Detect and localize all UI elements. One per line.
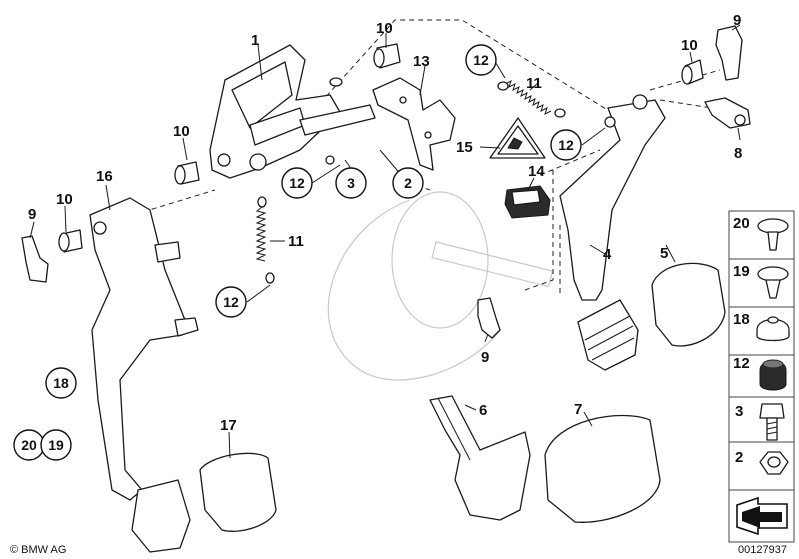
callout-18-text: 18 — [53, 375, 69, 391]
callout-12-top: 12 — [465, 44, 497, 76]
warning-label-part-15 — [489, 117, 546, 159]
label-part-9: 9 — [481, 349, 489, 366]
brake-booster-ghost — [327, 191, 554, 381]
callout-19: 19 — [40, 429, 72, 461]
label-part-9: 9 — [733, 12, 741, 29]
callout-12-left: 12 — [281, 167, 313, 199]
clip-part-8 — [704, 97, 751, 129]
label-part-11: 11 — [288, 233, 304, 250]
label-part-7: 7 — [574, 401, 582, 418]
label-part-10: 10 — [681, 37, 698, 54]
callout-3-text: 3 — [347, 175, 355, 191]
side-panel-labels: 20 19 18 12 3 2 — [733, 215, 750, 466]
copyright-text: © BMW AG — [10, 544, 66, 556]
side-label-12: 12 — [733, 355, 750, 372]
grommet-18-icon — [756, 316, 790, 342]
callout-3: 3 — [335, 167, 367, 199]
callout-20-text: 20 — [21, 437, 37, 453]
callout-12-text: 12 — [223, 294, 239, 310]
clip-fastener-19-icon — [757, 266, 789, 299]
direction-arrow-icon — [736, 496, 788, 536]
bracket-part-13 — [372, 77, 456, 171]
bushing-part-10 — [58, 43, 704, 253]
circled-labels: 12 12 3 2 12 12 18 20 — [13, 44, 582, 461]
label-part-17: 17 — [220, 417, 237, 434]
label-part-15: 15 — [456, 139, 473, 156]
side-panel — [728, 210, 795, 543]
callout-2: 2 — [392, 167, 424, 199]
bolt-3-icon — [759, 403, 785, 441]
callout-12-text: 12 — [289, 175, 305, 191]
label-part-10: 10 — [376, 20, 393, 37]
callout-20: 20 — [13, 429, 45, 461]
leader-lines — [29, 24, 741, 459]
side-box-20 — [728, 210, 795, 260]
side-label-18: 18 — [733, 311, 750, 328]
pedal-part-6 — [429, 395, 531, 521]
clip-fastener-20-icon — [757, 218, 789, 251]
label-part-16: 16 — [96, 168, 113, 185]
label-part-1: 1 — [251, 32, 259, 49]
callout-2-text: 2 — [404, 175, 412, 191]
callout-12-text: 12 — [473, 52, 489, 68]
callout-19-text: 19 — [48, 437, 64, 453]
label-part-10: 10 — [173, 123, 190, 140]
callout-12-right: 12 — [550, 129, 582, 161]
label-part-13: 13 — [413, 53, 430, 70]
label-part-8: 8 — [734, 145, 742, 162]
label-part-10: 10 — [56, 191, 73, 208]
nut-2-icon — [759, 451, 789, 475]
callout-18: 18 — [45, 367, 77, 399]
label-part-9: 9 — [28, 206, 36, 223]
label-part-5: 5 — [660, 245, 668, 262]
side-label-19: 19 — [733, 263, 750, 280]
bumper-12-icon — [759, 359, 787, 391]
side-label-2: 2 — [735, 449, 743, 466]
label-part-4: 4 — [603, 246, 612, 263]
switch-part-14 — [504, 185, 551, 219]
image-number: 00127937 — [738, 544, 787, 556]
side-label-3: 3 — [735, 403, 743, 420]
label-part-14: 14 — [528, 163, 545, 180]
part-number-labels: 1 10 13 11 10 9 10 8 15 14 16 9 10 11 4 … — [28, 12, 742, 434]
side-box-19 — [728, 258, 795, 308]
callout-12-text: 12 — [558, 137, 574, 153]
pedal-pad-part-7 — [544, 414, 661, 523]
pedal-bracket-part-1 — [209, 44, 376, 179]
side-label-20: 20 — [733, 215, 750, 232]
clutch-pedal-part-16 — [89, 197, 199, 553]
callout-12-middle: 12 — [215, 286, 247, 318]
spring-part-11 — [255, 80, 566, 284]
pedal-pad-part-5 — [651, 262, 726, 347]
pedal-pad-part-17 — [199, 452, 277, 532]
label-part-6: 6 — [479, 402, 487, 419]
clip-part-9 — [21, 25, 743, 339]
brake-pedal-part-4 — [559, 94, 666, 371]
label-part-11: 11 — [526, 75, 542, 92]
